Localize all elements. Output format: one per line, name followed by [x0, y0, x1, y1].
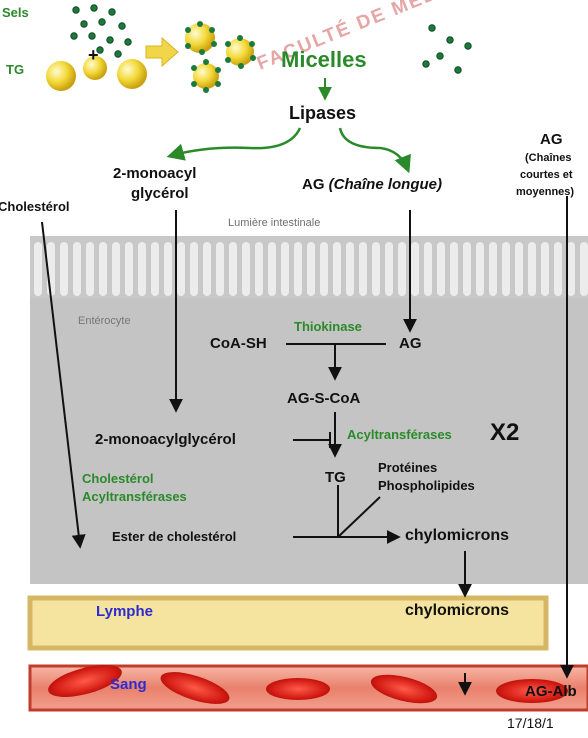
microvillus: [515, 242, 523, 296]
ag-short-title: AG: [540, 131, 563, 148]
microvillus: [411, 242, 419, 296]
chylomicrons-cell-label: chylomicrons: [405, 527, 510, 544]
microvillus: [385, 242, 393, 296]
microvillus: [112, 242, 120, 296]
lipases-label: Lipases: [289, 103, 357, 123]
cholesterol-to-ester-arrow: [41, 221, 86, 549]
microvillus: [554, 242, 562, 296]
mag-cell-label: 2-monoacylglycérol: [95, 431, 236, 448]
microvillus: [528, 242, 536, 296]
microvillus: [580, 242, 588, 296]
phospholipids-label: Phospholipides: [378, 478, 475, 493]
x2-label: X2: [490, 419, 520, 446]
microvillus: [359, 242, 367, 296]
ag-short-line1: (Chaînes: [525, 152, 572, 164]
microvillus: [476, 242, 484, 296]
microvillus: [255, 242, 263, 296]
enterocyte-label: Entérocyte: [78, 315, 131, 327]
free-salt-dots: [422, 24, 472, 74]
ag-alb-label: AG-Alb: [525, 683, 577, 700]
microvillus: [151, 242, 159, 296]
mag-line1: 2-monoacyl: [113, 165, 197, 182]
page-number: 17/18/1: [507, 715, 554, 731]
lipase-to-mag-arrow: [166, 127, 302, 161]
microvillus: [424, 242, 432, 296]
microvillus: [346, 242, 354, 296]
ester-label: Ester de cholestérol: [112, 529, 237, 544]
microvillus: [541, 242, 549, 296]
microvillus: [294, 242, 302, 296]
triglyceride-droplets: [46, 56, 147, 91]
microvillus: [242, 242, 250, 296]
ag-long-label: AG (Chaîne longue): [302, 177, 442, 192]
microvillus: [307, 242, 315, 296]
lymph-vessel: [27, 595, 549, 651]
micelle-clusters: [185, 21, 256, 93]
microvillus: [463, 242, 471, 296]
tg-cell-label: TG: [325, 469, 346, 486]
microvillus: [216, 242, 224, 296]
chol-acyl-line1: Cholestérol: [82, 471, 154, 486]
ag-long-italic: (Chaîne longue): [328, 176, 442, 193]
lumen-label: Lumière intestinale: [228, 217, 321, 229]
salts-label: Sels: [2, 5, 29, 20]
microvillus: [372, 242, 380, 296]
cholesterol-label: Cholestérol: [0, 199, 70, 214]
microvillus: [73, 242, 81, 296]
ag-cell-label: AG: [399, 335, 422, 352]
coash-label: CoA-SH: [210, 335, 267, 352]
red-blood-cells: [48, 665, 568, 704]
microvillus: [502, 242, 510, 296]
acyltransferases-label: Acyltransférases: [347, 427, 452, 442]
microvillus: [333, 242, 341, 296]
lipase-to-ag-arrow: [338, 127, 411, 174]
microvillus: [567, 242, 575, 296]
protein-line: [337, 496, 381, 538]
tg-label: TG: [6, 62, 25, 77]
microvillus: [203, 242, 211, 296]
blood-label: Sang: [110, 676, 147, 693]
microvillus: [138, 242, 146, 296]
microvillus: [99, 242, 107, 296]
microvillus: [398, 242, 406, 296]
chol-acyl-line2: Acyltransférases: [82, 489, 187, 504]
micelles-label: Micelles: [281, 47, 367, 72]
agscoa-label: AG-S-CoA: [287, 390, 361, 407]
ag-long-prefix: AG: [302, 176, 325, 193]
plus-sign: +: [88, 45, 99, 65]
emulsification-arrow: [145, 36, 179, 68]
microvillus: [34, 242, 42, 296]
microvillus: [60, 242, 68, 296]
microvillus: [190, 242, 198, 296]
microvillus: [164, 242, 172, 296]
microvillus: [177, 242, 185, 296]
proteins-label: Protéines: [378, 460, 438, 475]
microvilli: [34, 242, 588, 296]
microvillus: [320, 242, 328, 296]
bile-salt-dots: [70, 4, 132, 58]
ag-short-line3: moyennes): [516, 186, 575, 198]
microvillus: [86, 242, 94, 296]
lymph-label: Lymphe: [96, 603, 153, 620]
thiokinase-label: Thiokinase: [294, 319, 362, 334]
microvillus: [489, 242, 497, 296]
microvillus: [281, 242, 289, 296]
microvillus: [125, 242, 133, 296]
chylomicrons-lymph-label: chylomicrons: [405, 602, 510, 619]
microvillus: [268, 242, 276, 296]
ag-short-line2: courtes et: [520, 169, 573, 181]
microvillus: [437, 242, 445, 296]
microvillus: [229, 242, 237, 296]
microvillus: [450, 242, 458, 296]
mag-line2: glycérol: [131, 185, 189, 202]
